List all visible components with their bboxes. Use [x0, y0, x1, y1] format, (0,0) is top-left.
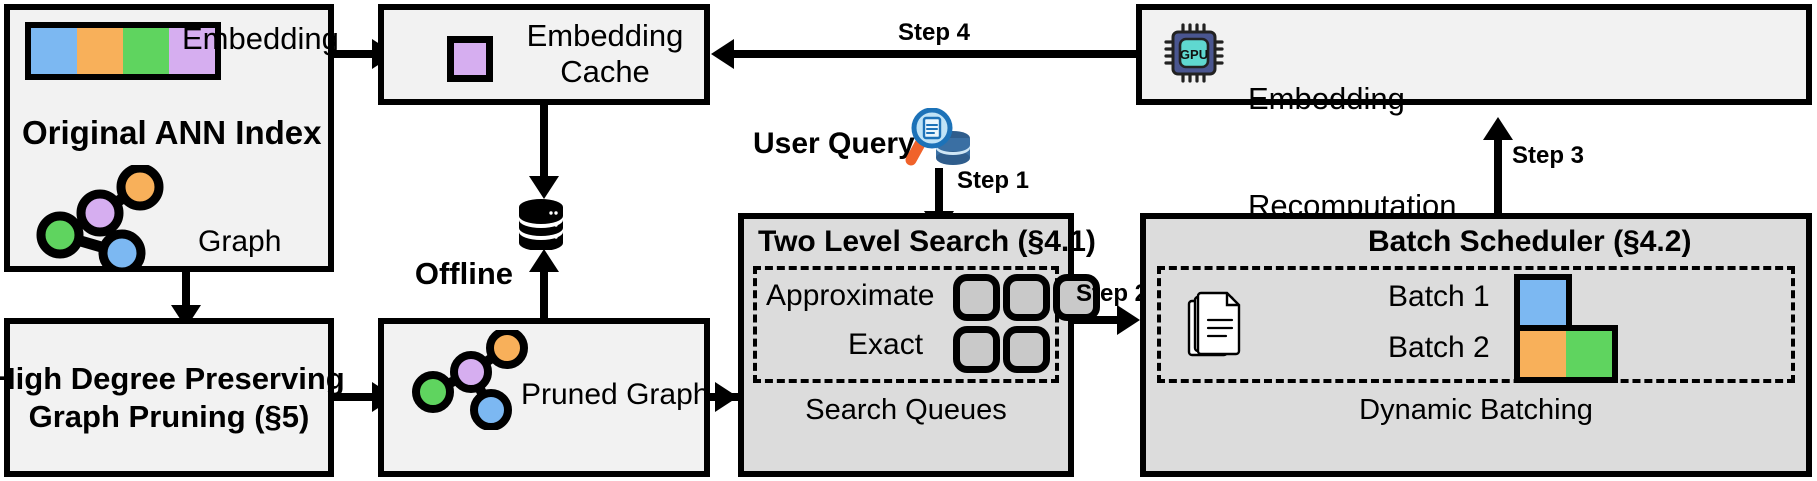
- search-queues-footer: Search Queues: [805, 393, 1007, 426]
- arrow-step4-head: [711, 39, 734, 69]
- search-slot[interactable]: [953, 326, 1000, 373]
- search-slot[interactable]: [1003, 274, 1050, 321]
- embedding-label: Embedding: [182, 21, 339, 56]
- batch-scheduler-title: Batch Scheduler (§4.2): [1368, 225, 1692, 258]
- arrow-step4-line: [725, 50, 1140, 58]
- embedding-cache-chip: [447, 36, 493, 82]
- pruning-label-line2: Graph Pruning (§5): [28, 398, 310, 434]
- dynamic-batching-footer: Dynamic Batching: [1359, 393, 1593, 426]
- original-graph-illustration: [36, 165, 164, 270]
- batch-row-chips-1: [1514, 274, 1572, 332]
- embedding-chip-strip: [25, 22, 221, 80]
- step2-label: Step 2: [1076, 280, 1149, 307]
- pruned-graph-illustration: [412, 330, 528, 430]
- search-row-slots-exact[interactable]: [953, 326, 1050, 373]
- svg-text:GPU: GPU: [1180, 47, 1208, 62]
- arrow-step3-line: [1494, 138, 1502, 218]
- step1-label: Step 1: [957, 167, 1030, 194]
- search-row-label-approximate: Approximate: [766, 279, 935, 312]
- batch-row-chips-2: [1514, 325, 1618, 383]
- server-label-line1: Embedding: [1248, 81, 1405, 117]
- arrow-cache-to-storage-head: [529, 176, 559, 199]
- embedding-cache-label: Embedding Cache: [515, 18, 695, 89]
- node-batch-scheduler[interactable]: [1140, 213, 1812, 477]
- gpu-chip-icon: GPU: [1164, 23, 1224, 83]
- original-ann-index-title: Original ANN Index: [22, 114, 322, 151]
- arrow-step1-line: [935, 168, 943, 213]
- arrow-pruned-to-search-head: [715, 382, 738, 412]
- node-embedding-cache[interactable]: [378, 4, 710, 105]
- database-icon: [519, 199, 563, 250]
- embedding-cache-label-line2: Cache: [560, 54, 650, 89]
- batch-chip-green: [1566, 331, 1612, 377]
- batch-chip-blue: [1520, 280, 1566, 326]
- search-row-slots-approximate[interactable]: [953, 274, 1100, 321]
- pruning-label-line1: High Degree Preserving: [0, 361, 345, 397]
- offline-storage-label-line1: Offline: [414, 256, 513, 292]
- step4-label: Step 4: [898, 19, 971, 46]
- pruned-graph-label: Pruned Graph: [521, 378, 710, 411]
- node-high-degree-pruning[interactable]: [4, 318, 334, 477]
- arrow-step2-head: [1117, 305, 1140, 335]
- two-level-search-title: Two Level Search (§4.1): [758, 225, 1096, 258]
- dynamic-batching-dashed-region: [1157, 266, 1795, 383]
- documents-icon: [1187, 291, 1241, 357]
- arrow-step3-head: [1483, 117, 1513, 140]
- search-queues-dashed-region: [753, 266, 1059, 383]
- step3-label: Step 3: [1512, 142, 1585, 169]
- search-row-label-exact: Exact: [848, 328, 924, 361]
- graph-label: Graph: [198, 225, 282, 258]
- embedding-chip-orange: [77, 28, 123, 74]
- arrow-step2-line: [1074, 316, 1122, 324]
- embedding-cache-label-line1: Embedding: [526, 18, 684, 54]
- arrow-pruned-to-storage-line: [540, 270, 548, 322]
- embedding-chip-blue: [31, 28, 77, 74]
- batch-row-label-2: Batch 2: [1388, 331, 1490, 364]
- batch-chip-orange: [1520, 331, 1566, 377]
- batch-row-label-1: Batch 1: [1388, 280, 1490, 313]
- embedding-chip-purple: [169, 28, 215, 74]
- user-query-label: User Query: [753, 127, 915, 160]
- embedding-chip-green: [123, 28, 169, 74]
- arrow-pruned-to-storage-head: [529, 249, 559, 272]
- arrow-pruning-to-pruned-line: [334, 393, 374, 401]
- search-slot[interactable]: [953, 274, 1000, 321]
- search-slot[interactable]: [1053, 274, 1100, 321]
- high-degree-pruning-label: High Degree Preserving Graph Pruning (§5…: [0, 325, 345, 470]
- arrow-cache-to-storage-line: [540, 105, 548, 178]
- query-search-database-icon: [905, 108, 970, 166]
- arrow-ann-to-cache-line: [334, 50, 374, 58]
- search-slot[interactable]: [1003, 326, 1050, 373]
- node-embedding-recomputation-server[interactable]: [1136, 4, 1812, 105]
- arrow-ann-to-pruning-line: [182, 272, 190, 307]
